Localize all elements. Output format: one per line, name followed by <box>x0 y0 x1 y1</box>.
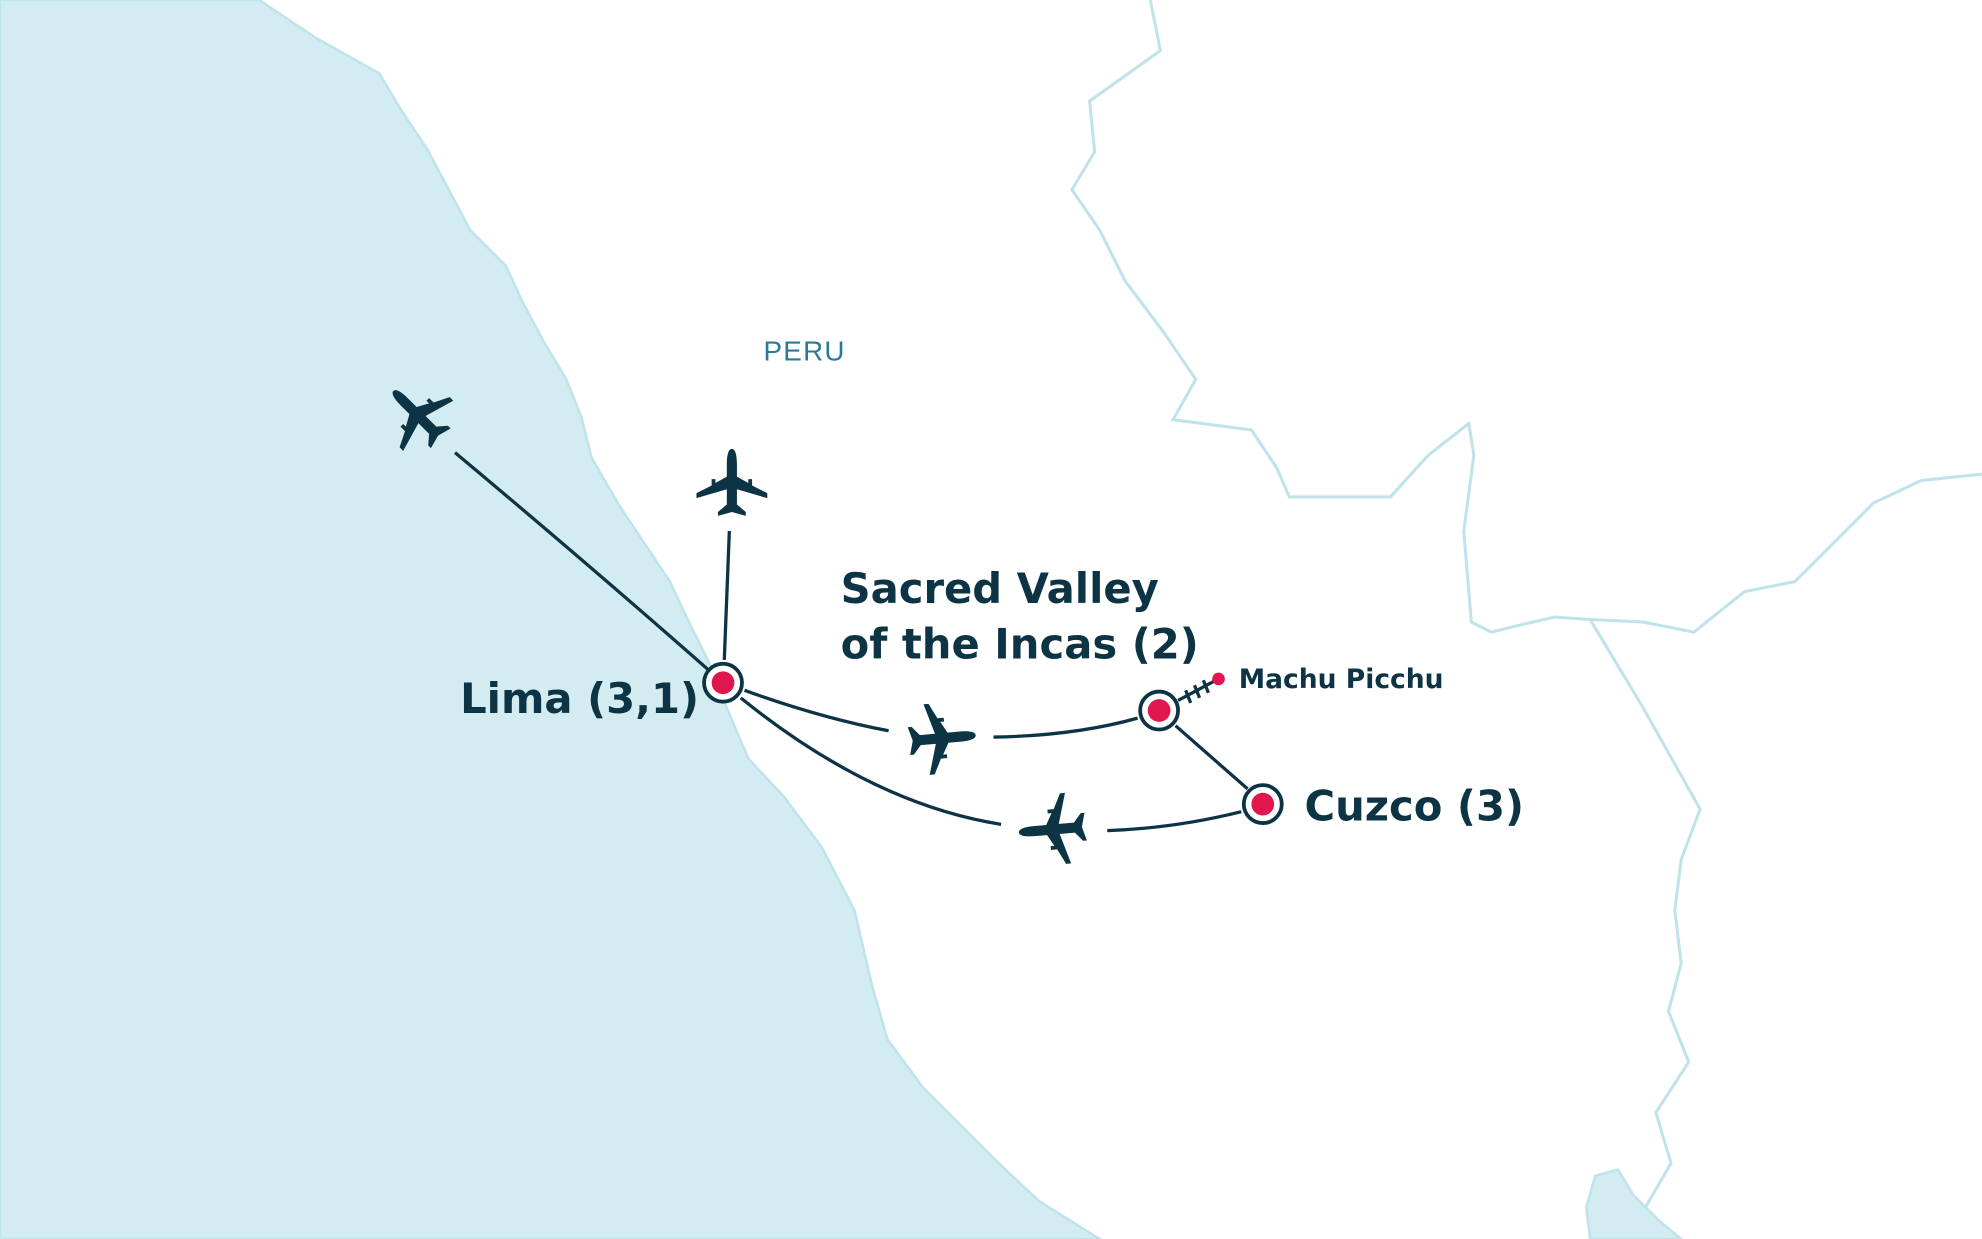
stop-sacred-valley[interactable] <box>1138 689 1180 732</box>
country-label: PERU <box>763 335 845 366</box>
route-lima-northwest <box>453 451 725 684</box>
rail-icon <box>1177 678 1217 704</box>
label-cuzco: Cuzco (3) <box>1304 782 1524 831</box>
route-sacred-valley-cuzco <box>1174 724 1249 791</box>
route-lima-north <box>722 530 731 661</box>
border-east <box>1588 618 1702 1239</box>
label-sacred-valley-line1: Sacred Valley <box>841 564 1159 613</box>
sea <box>0 0 1103 1239</box>
border-north <box>1070 0 1982 634</box>
label-sacred-valley-line2: of the Incas (2) <box>841 620 1199 669</box>
label-machu-picchu: Machu Picchu <box>1239 664 1444 695</box>
stop-lima[interactable] <box>702 661 744 704</box>
route-lima-sacred-valley <box>743 688 1139 739</box>
stop-cuzco[interactable] <box>1241 783 1284 825</box>
stop-machu-picchu[interactable] <box>1212 672 1225 686</box>
route-lima-cuzco <box>739 696 1242 833</box>
label-lima: Lima (3,1) <box>460 674 699 723</box>
lake <box>1585 1167 1684 1239</box>
